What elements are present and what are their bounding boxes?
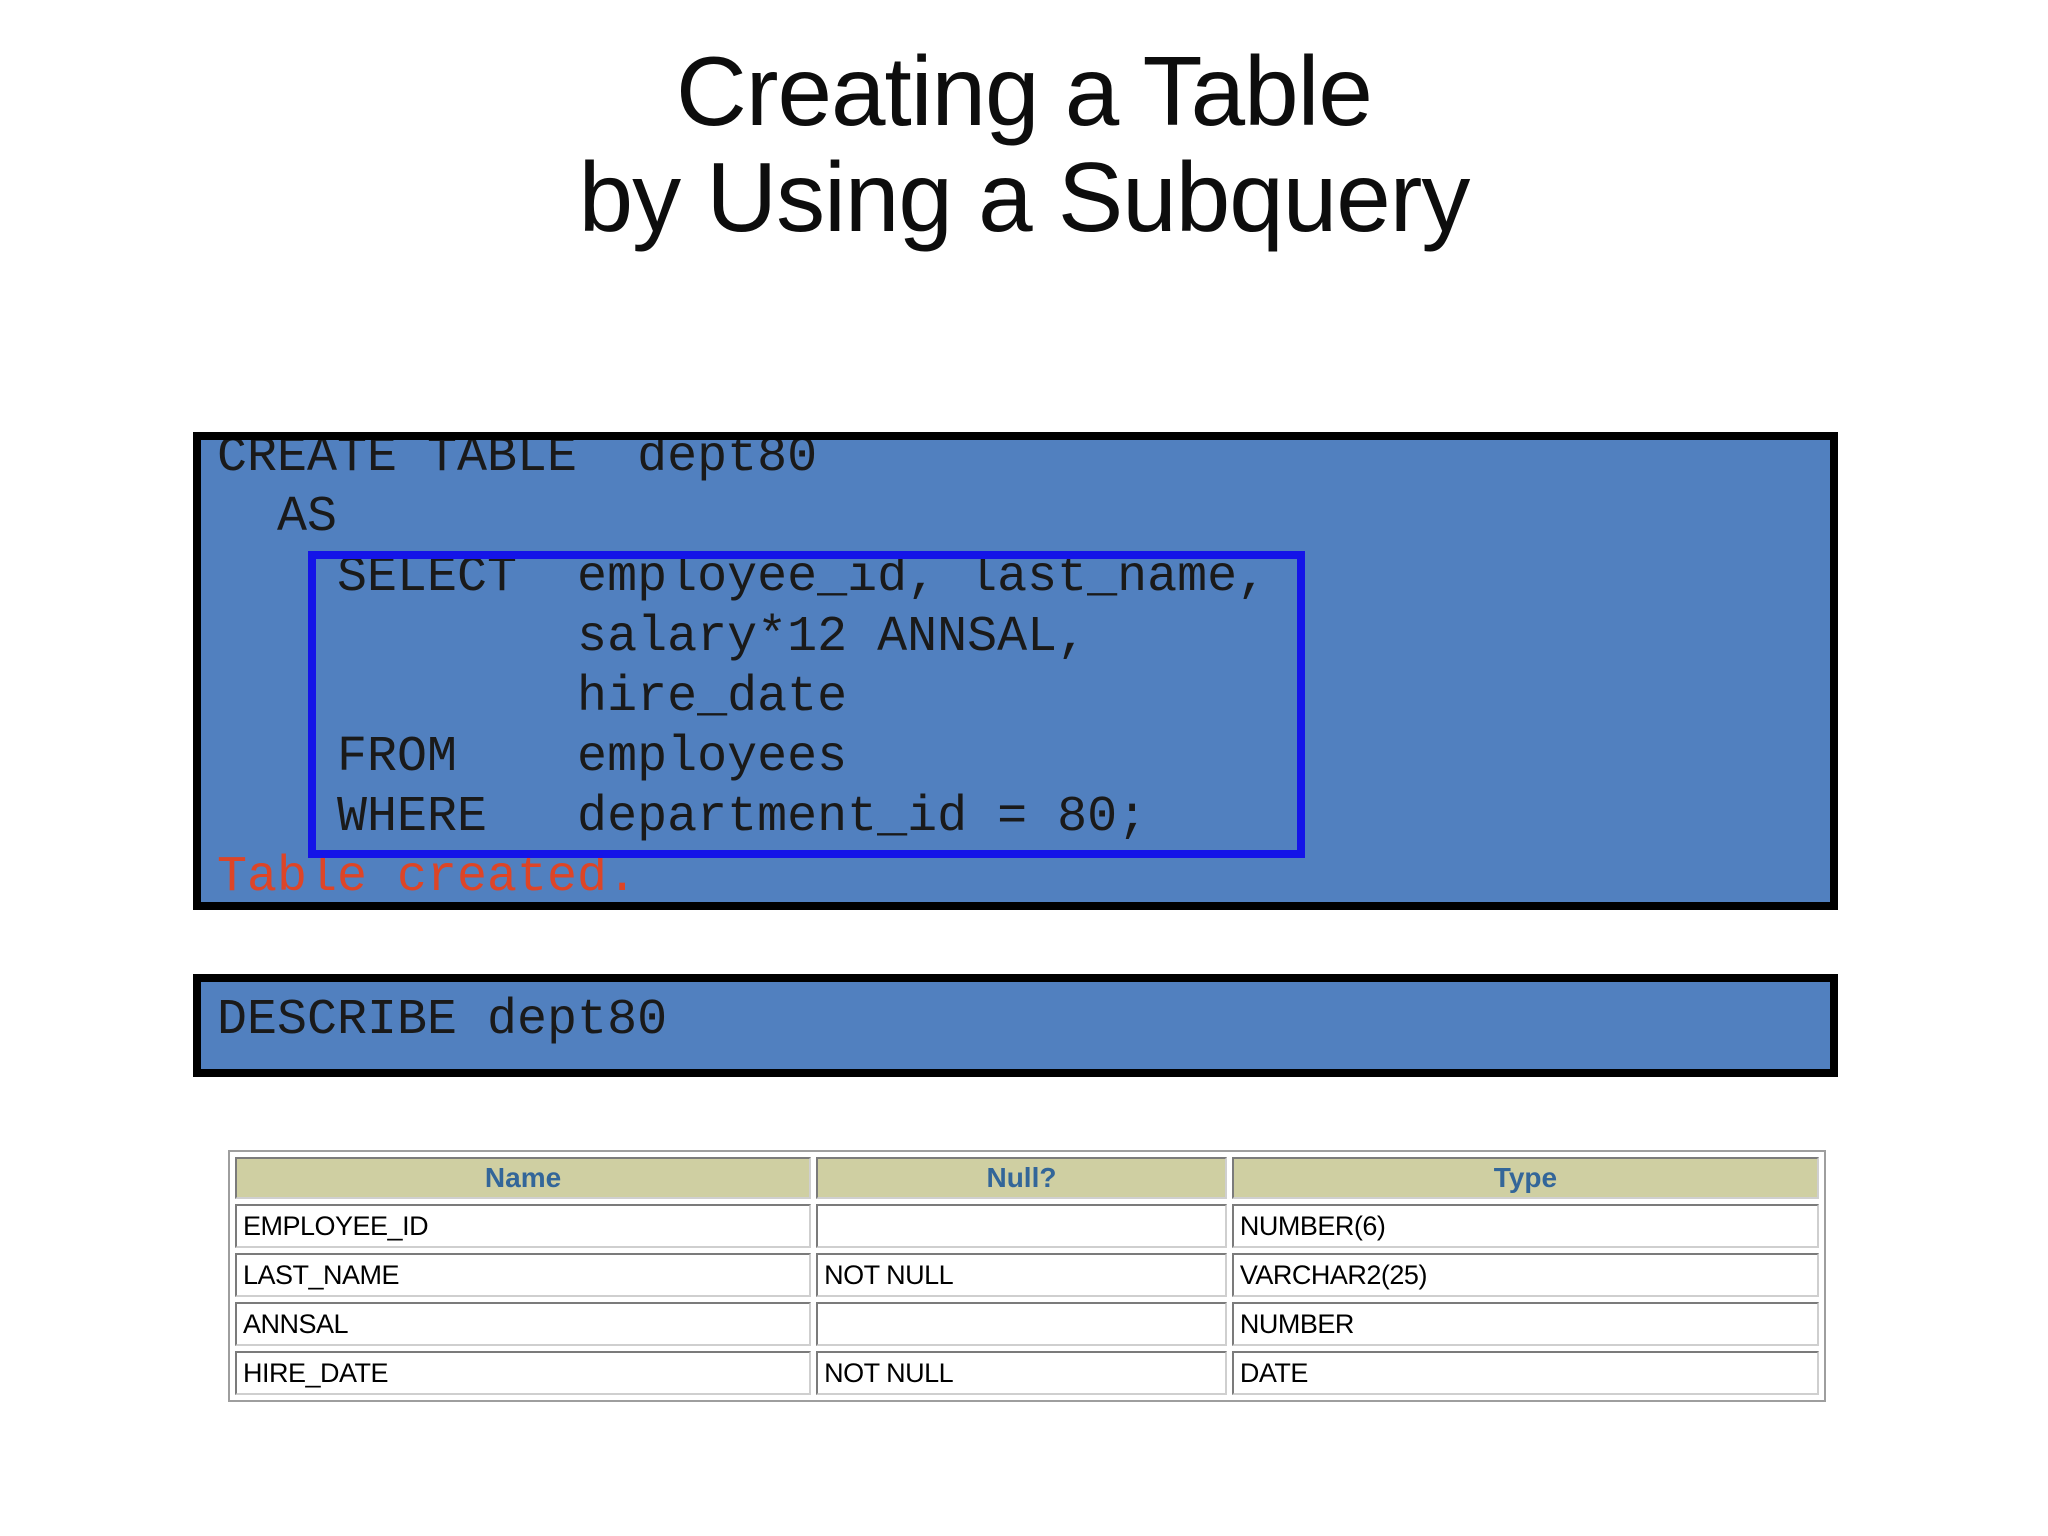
- column-header-null: Null?: [816, 1157, 1227, 1199]
- code-line: hire_date: [217, 669, 848, 726]
- result-message: Table created.: [217, 849, 638, 906]
- cell-type: NUMBER(6): [1231, 1204, 1819, 1248]
- sql-code: CREATE TABLE dept80 AS SELECT employee_i…: [201, 432, 1830, 906]
- cell-null: NOT NULL: [816, 1253, 1227, 1297]
- cell-type: VARCHAR2(25): [1231, 1253, 1819, 1297]
- code-line: SELECT employee_id, last_name,: [217, 549, 1268, 606]
- code-line: WHERE department_id = 80;: [217, 789, 1148, 846]
- page-title: Creating a Table by Using a Subquery: [0, 38, 2048, 250]
- cell-name: ANNSAL: [235, 1302, 812, 1346]
- code-line: FROM employees: [217, 729, 848, 786]
- code-line: CREATE TABLE dept80: [217, 432, 818, 486]
- code-line: AS: [217, 489, 338, 546]
- table-row: HIRE_DATE NOT NULL DATE: [235, 1351, 1819, 1395]
- title-line-1: Creating a Table: [676, 36, 1373, 146]
- cell-type: DATE: [1231, 1351, 1819, 1395]
- cell-name: HIRE_DATE: [235, 1351, 812, 1395]
- cell-type: NUMBER: [1231, 1302, 1819, 1346]
- column-header-type: Type: [1231, 1157, 1819, 1199]
- table-row: LAST_NAME NOT NULL VARCHAR2(25): [235, 1253, 1819, 1297]
- table-header-row: Name Null? Type: [235, 1157, 1819, 1199]
- code-line: salary*12 ANNSAL,: [217, 609, 1088, 666]
- cell-name: EMPLOYEE_ID: [235, 1204, 812, 1248]
- describe-result-table: Name Null? Type EMPLOYEE_ID NUMBER(6) LA…: [228, 1150, 1826, 1402]
- column-header-name: Name: [235, 1157, 812, 1199]
- cell-name: LAST_NAME: [235, 1253, 812, 1297]
- sql-code-box: CREATE TABLE dept80 AS SELECT employee_i…: [193, 432, 1838, 910]
- describe-command: DESCRIBE dept80: [217, 992, 668, 1049]
- cell-null: NOT NULL: [816, 1351, 1227, 1395]
- table-row: ANNSAL NUMBER: [235, 1302, 1819, 1346]
- cell-null: [816, 1204, 1227, 1248]
- describe-result-table-container: Name Null? Type EMPLOYEE_ID NUMBER(6) LA…: [228, 1150, 1826, 1402]
- title-line-2: by Using a Subquery: [578, 142, 1471, 252]
- describe-command-box: DESCRIBE dept80: [193, 974, 1838, 1077]
- cell-null: [816, 1302, 1227, 1346]
- table-row: EMPLOYEE_ID NUMBER(6): [235, 1204, 1819, 1248]
